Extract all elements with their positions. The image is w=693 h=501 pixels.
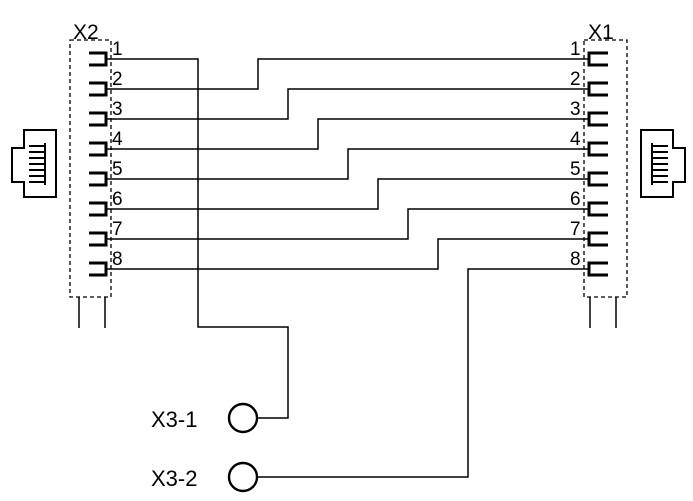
wires <box>106 58 589 478</box>
x2-contact-4 <box>89 141 108 157</box>
terminal-x3-1: X3-1 <box>151 402 259 434</box>
connector-x1-label: X1 <box>588 21 614 44</box>
terminal-x3-1-circle <box>227 402 259 434</box>
x2-contact-7 <box>89 231 108 247</box>
connector-x2-label: X2 <box>73 21 99 44</box>
x2-contact-1 <box>89 51 108 67</box>
connector-x1: X1 <box>583 21 628 328</box>
x1-contact-2 <box>587 81 608 97</box>
terminal-x3-1-label: X3-1 <box>151 407 197 432</box>
pin-label-x1-7: 7 <box>570 219 581 240</box>
wire-x2-7-to-x1-6 <box>106 208 589 240</box>
pin-label-x1-6: 6 <box>570 189 581 210</box>
pin-label-x2-6: 6 <box>112 189 123 210</box>
pin-label-x1-3: 3 <box>570 99 581 120</box>
connector-x1-outline <box>583 39 628 298</box>
wire-x2-3-to-x1-2 <box>106 88 589 120</box>
pin-label-x2-1: 1 <box>112 39 123 60</box>
wire-x2-1-to-x3-1 <box>106 58 289 419</box>
x2-contact-3 <box>89 111 108 127</box>
pin-label-x2-3: 3 <box>112 99 123 120</box>
wire-x2-8-to-x1-7 <box>106 238 589 270</box>
terminal-x3-2-circle <box>227 461 259 493</box>
pin-label-x2-4: 4 <box>112 129 123 150</box>
terminal-x3-2: X3-2 <box>151 461 259 493</box>
connector-x2: X2 <box>69 21 112 328</box>
pin-label-x2-5: 5 <box>112 159 123 180</box>
pin-labels-x1: 1 2 3 4 5 6 7 8 <box>570 39 581 270</box>
rj45-jack-icon-right <box>640 129 686 198</box>
x1-contact-7 <box>587 231 608 247</box>
wire-x2-4-to-x1-3 <box>106 118 589 150</box>
connector-x2-contacts <box>89 51 108 277</box>
pin-label-x2-2: 2 <box>112 69 123 90</box>
pin-label-x2-7: 7 <box>112 219 123 240</box>
x2-contact-6 <box>89 201 108 217</box>
x2-contact-8 <box>89 261 108 277</box>
x2-contact-2 <box>89 81 108 97</box>
rj45-jack-icon-left <box>11 129 57 198</box>
x1-contact-1 <box>587 51 608 67</box>
wire-x2-2-to-x1-1 <box>106 58 589 90</box>
pin-label-x1-4: 4 <box>570 129 581 150</box>
x1-contact-8 <box>587 261 608 277</box>
x1-contact-5 <box>587 171 608 187</box>
pin-label-x2-8: 8 <box>112 249 123 270</box>
pin-label-x1-5: 5 <box>570 159 581 180</box>
connector-x1-contacts <box>587 51 608 277</box>
wire-x2-5-to-x1-4 <box>106 148 589 180</box>
x1-contact-3 <box>587 111 608 127</box>
x2-contact-5 <box>89 171 108 187</box>
pin-label-x1-1: 1 <box>570 39 581 60</box>
pin-label-x1-2: 2 <box>570 69 581 90</box>
terminal-x3-2-label: X3-2 <box>151 466 197 491</box>
x1-contact-6 <box>587 201 608 217</box>
pin-label-x1-8: 8 <box>570 249 581 270</box>
pin-labels-x2: 1 2 3 4 5 6 7 8 <box>112 39 123 270</box>
wire-x2-6-to-x1-5 <box>106 178 589 210</box>
x1-contact-4 <box>587 141 608 157</box>
wire-x1-8-to-x3-2 <box>257 268 589 478</box>
connector-x2-outline <box>69 39 112 298</box>
